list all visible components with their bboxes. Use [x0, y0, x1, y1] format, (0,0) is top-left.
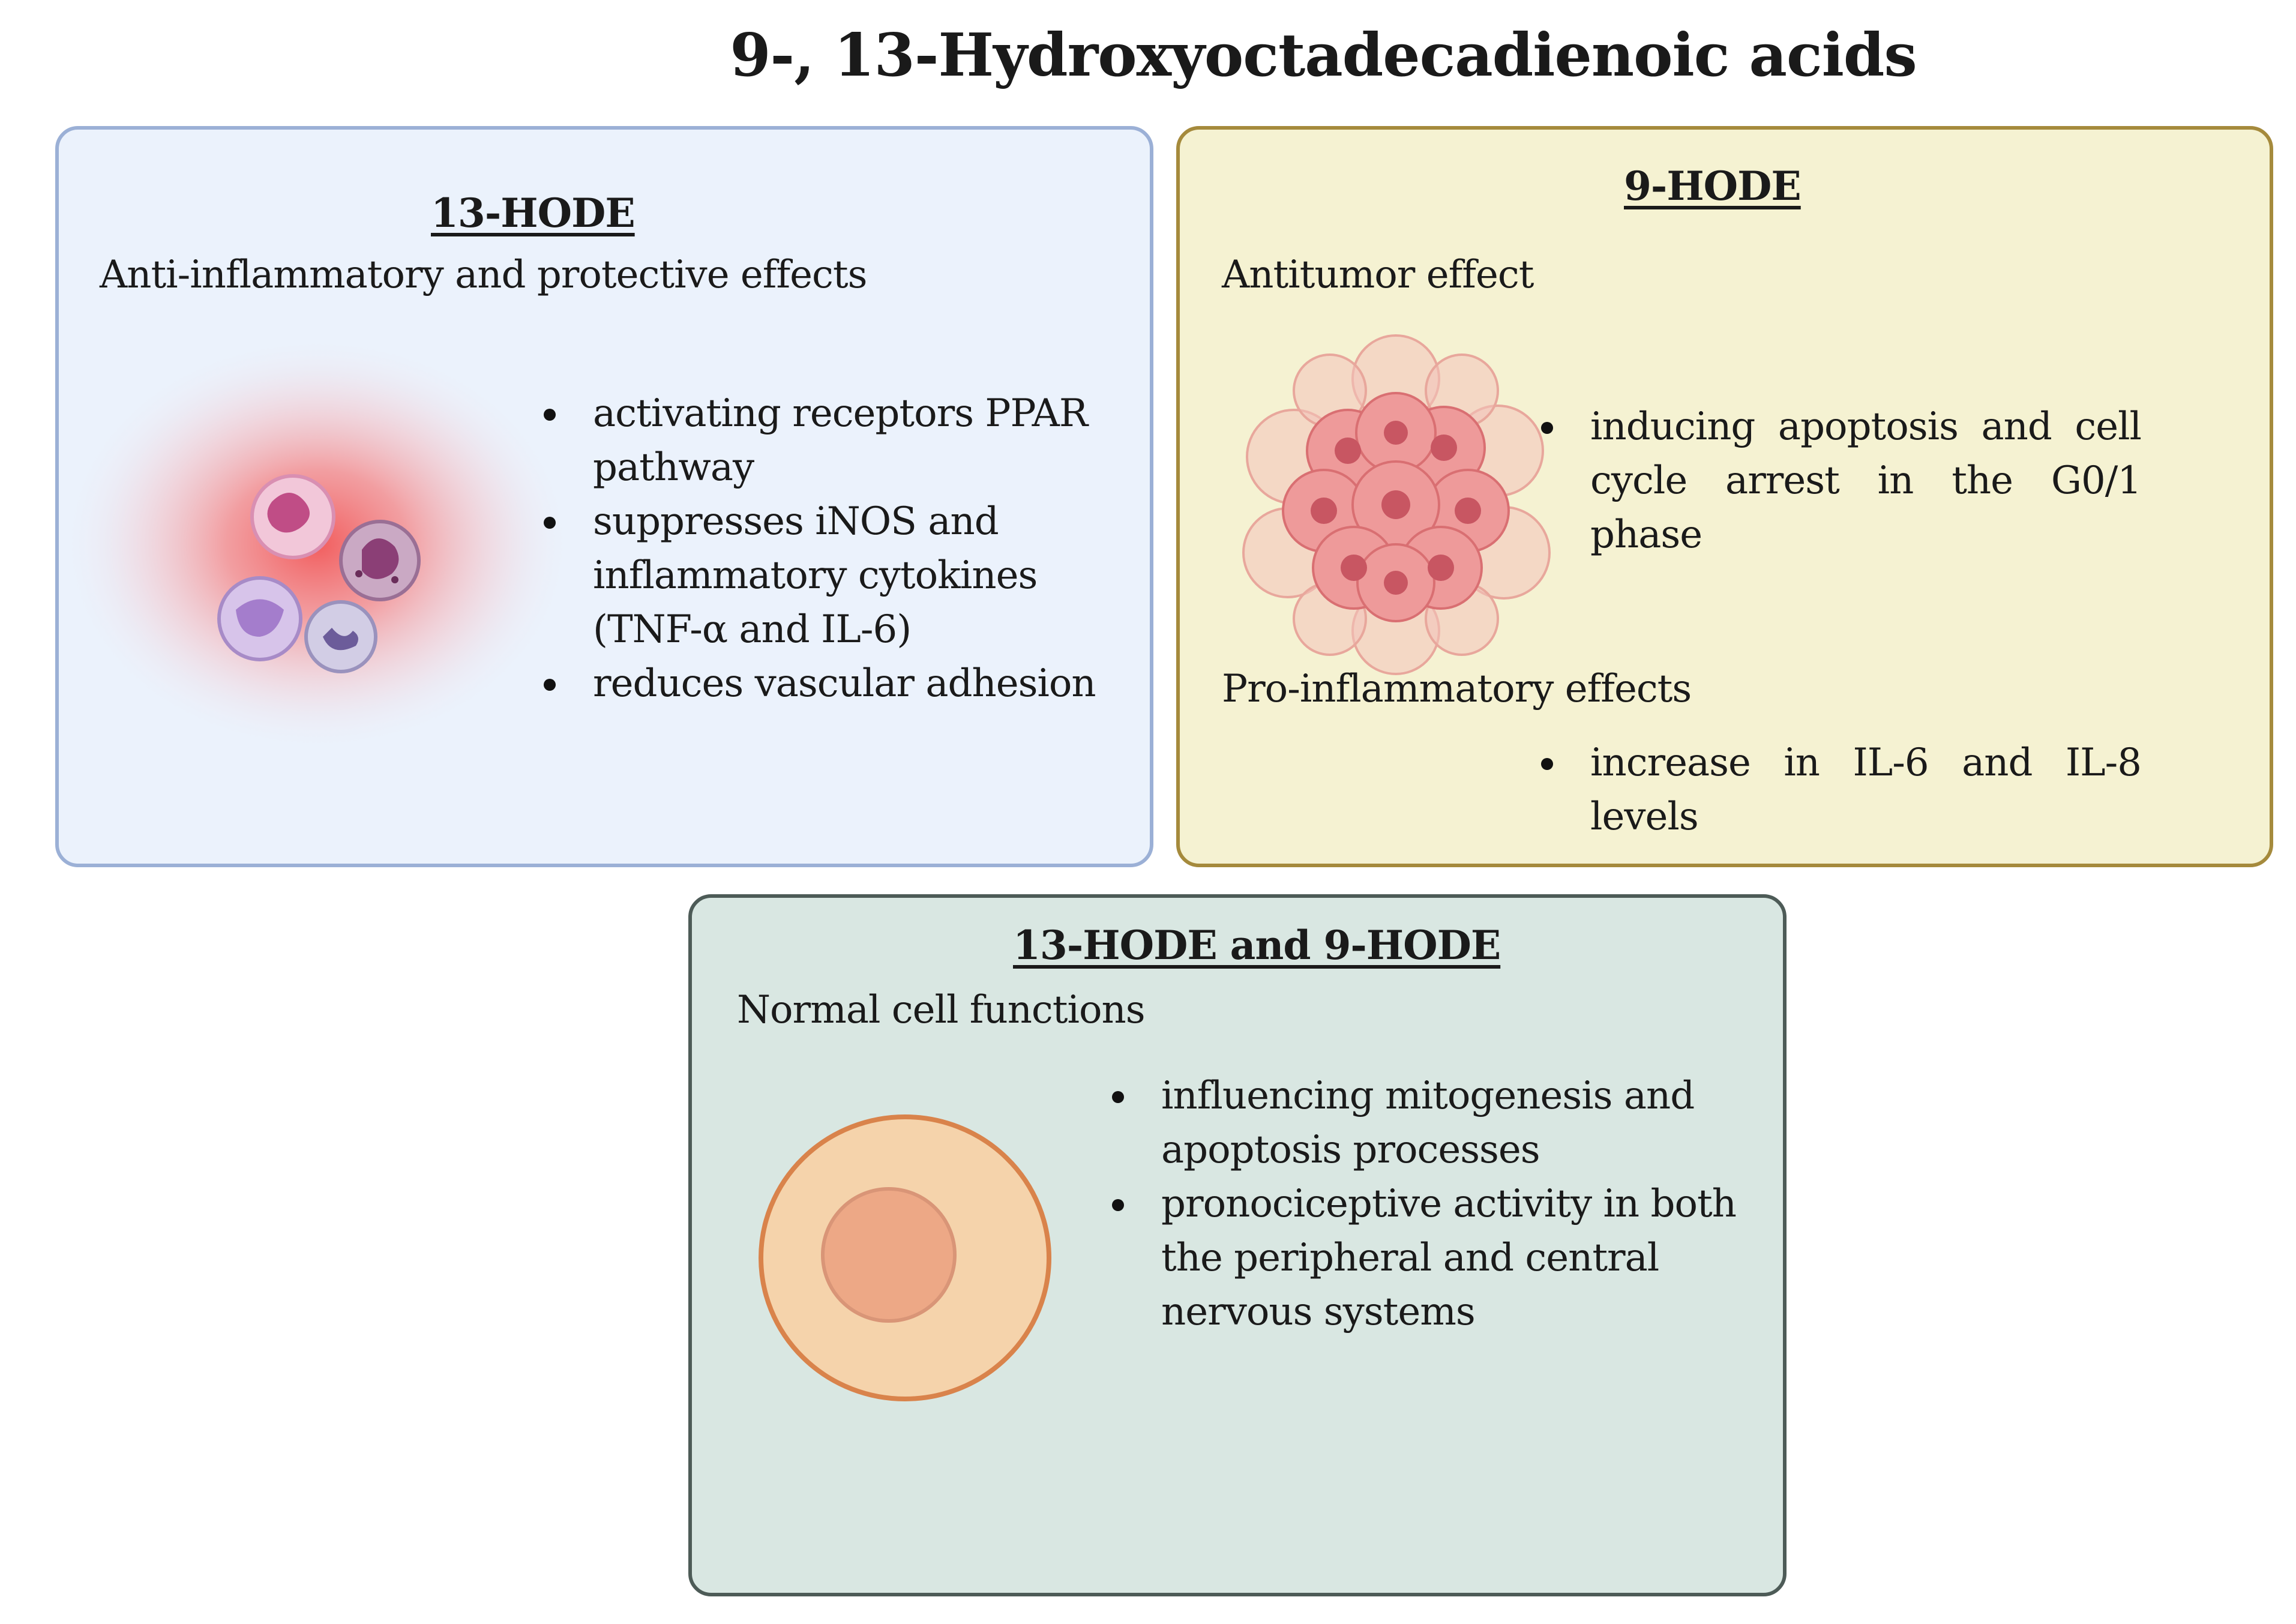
panel-13-hode-heading: 13-HODE: [431, 190, 636, 236]
panel-9-hode-antitumor-bullets: inducing apoptosis and cell cycle arrest…: [1541, 400, 2142, 562]
panel-13-hode-subtitle: Anti-inflammatory and protective effects: [100, 253, 867, 297]
panel-both-hode-heading: 13-HODE and 9-HODE: [1013, 922, 1501, 969]
list-item: influencing mitogenesis and apoptosis pr…: [1112, 1069, 1760, 1177]
list-item: pronociceptive activity in both the peri…: [1112, 1177, 1760, 1339]
panel-both-hode-subtitle: Normal cell functions: [737, 988, 1146, 1032]
normal-cell-icon: [759, 1114, 1051, 1401]
panel-13-hode-bullets: activating receptors PPAR pathway suppre…: [544, 386, 1144, 711]
panel-9-hode-subtitle-antitumor: Antitumor effect: [1222, 253, 1534, 297]
list-item: activating receptors PPAR pathway: [544, 386, 1144, 495]
tumor-cell-cluster-icon: [1242, 334, 1551, 675]
list-item: reduces vascular adhesion: [544, 657, 1144, 711]
list-item: inducing apoptosis and cell cycle arrest…: [1541, 400, 2142, 562]
panel-13-hode: 13-HODE Anti-inflammatory and protective…: [55, 126, 1153, 867]
immune-cells-icon: [59, 334, 575, 754]
list-item: suppresses iNOS and inflammatory cytokin…: [544, 495, 1144, 657]
panel-both-hode-bullets: influencing mitogenesis and apoptosis pr…: [1112, 1069, 1760, 1339]
diagram-title: 9-, 13-Hydroxyoctadecadienoic acids: [730, 21, 1917, 90]
panel-9-hode-proinflammatory-bullets: increase in IL-6 and IL-8 levels: [1541, 736, 2142, 844]
panel-9-hode: 9-HODE Antitumor effect inducing apoptos…: [1176, 126, 2273, 867]
panel-9-hode-heading: 9-HODE: [1624, 163, 1802, 209]
panel-9-hode-subtitle-proinflammatory: Pro-inflammatory effects: [1222, 667, 1692, 711]
list-item: increase in IL-6 and IL-8 levels: [1541, 736, 2142, 844]
panel-both-hode: 13-HODE and 9-HODE Normal cell functions…: [688, 894, 1787, 1596]
